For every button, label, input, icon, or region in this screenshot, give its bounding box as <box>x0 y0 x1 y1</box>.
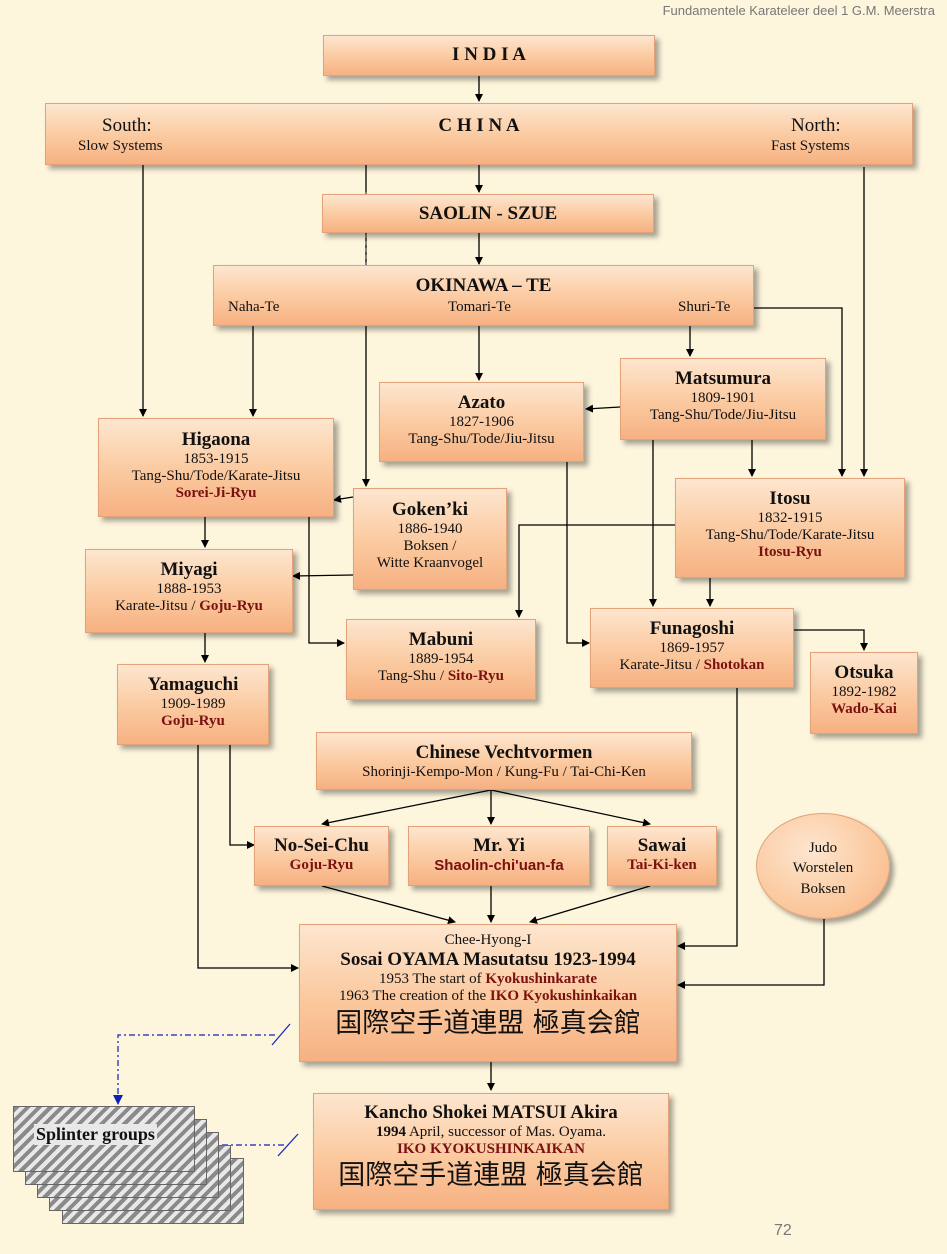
oyama-line1-bold: Kyokushinkarate <box>485 971 598 988</box>
oval-boksen: Boksen <box>800 880 846 897</box>
chinese-box: Chinese Vechtvormen Shorinji-Kempo-Mon /… <box>316 732 692 790</box>
miyagi-years: 1888-1953 <box>156 580 222 597</box>
matsumura-box: Matsumura 1809-1901 Tang-Shu/Tode/Jiu-Ji… <box>620 358 826 440</box>
mryi-box: Mr. Yi Shaolin-chi'uan-fa <box>408 826 590 886</box>
higaona-style: Tang-Shu/Tode/Karate-Jitsu <box>131 468 301 485</box>
mabuni-style: Tang-Shu / <box>378 668 448 685</box>
azato-name: Azato <box>457 392 506 413</box>
judo-oval: Judo Worstelen Boksen <box>756 813 890 919</box>
matsumura-name: Matsumura <box>674 368 772 389</box>
noseichu-school: Goju-Ryu <box>289 856 354 873</box>
saolin-title: SAOLIN - SZUE <box>418 203 558 224</box>
page-header: Fundamentele Karateleer deel 1 G.M. Meer… <box>662 3 935 18</box>
gokenki-line1: Boksen / <box>403 538 457 555</box>
higaona-box: Higaona 1853-1915 Tang-Shu/Tode/Karate-J… <box>98 418 334 517</box>
itosu-box: Itosu 1832-1915 Tang-Shu/Tode/Karate-Jit… <box>675 478 905 578</box>
oyama-line1: 1953 The start of <box>378 971 486 988</box>
okinawa-title: OKINAWA – TE <box>415 275 552 296</box>
india-title: I N D I A <box>452 44 526 65</box>
miyagi-school: Goju-Ryu <box>199 598 263 615</box>
miyagi-box: Miyagi 1888-1953 Karate-Jitsu / Goju-Ryu <box>85 549 293 633</box>
china-south: South: <box>102 115 152 136</box>
china-title: C H I N A <box>438 115 520 136</box>
otsuka-school: Wado-Kai <box>831 701 897 718</box>
matsumura-years: 1809-1901 <box>690 389 756 406</box>
otsuka-name: Otsuka <box>834 662 894 683</box>
mryi-name: Mr. Yi <box>473 835 525 856</box>
matsumura-style: Tang-Shu/Tode/Jiu-Jitsu <box>649 407 797 424</box>
gokenki-box: Goken’ki 1886-1940 Boksen / Witte Kraanv… <box>353 488 507 590</box>
yamaguchi-name: Yamaguchi <box>147 674 239 695</box>
yamaguchi-school: Goju-Ryu <box>161 713 225 730</box>
oyama-line2-bold: IKO Kyokushinkaikan <box>489 988 638 1005</box>
higaona-years: 1853-1915 <box>183 450 249 467</box>
india-box: I N D I A <box>323 35 655 76</box>
matsui-year: 1994 <box>376 1123 407 1140</box>
oyama-kanji: 国際空手道連盟 極真会館 <box>335 1007 641 1039</box>
chinese-title: Chinese Vechtvormen <box>415 742 593 763</box>
azato-style: Tang-Shu/Tode/Jiu-Jitsu <box>408 431 555 448</box>
azato-years: 1827-1906 <box>449 413 514 430</box>
china-south-sub: Slow Systems <box>78 138 163 154</box>
oyama-line2: 1963 The creation of the <box>338 988 490 1005</box>
higaona-name: Higaona <box>181 429 251 450</box>
china-box: C H I N A South: Slow Systems North: Fas… <box>45 103 913 165</box>
azato-box: Azato 1827-1906 Tang-Shu/Tode/Jiu-Jitsu <box>379 382 584 462</box>
gokenki-name: Goken’ki <box>391 499 469 520</box>
matsui-box: Kancho Shokei MATSUI Akira 1994 April, s… <box>313 1093 669 1210</box>
oval-worstelen: Worstelen <box>792 860 854 877</box>
okinawa-naha: Naha-Te <box>228 299 280 315</box>
matsui-org: IKO KYOKUSHINKAIKAN <box>397 1141 585 1158</box>
noseichu-box: No-Sei-Chu Goju-Ryu <box>254 826 389 886</box>
page-number: 72 <box>774 1222 792 1239</box>
saolin-box: SAOLIN - SZUE <box>322 194 654 233</box>
china-north: North: <box>791 115 841 136</box>
okinawa-shuri: Shuri-Te <box>678 299 731 315</box>
gokenki-line2: Witte Kraanvogel <box>376 555 484 572</box>
yamaguchi-box: Yamaguchi 1909-1989 Goju-Ryu <box>117 664 269 745</box>
yamaguchi-years: 1909-1989 <box>160 695 226 712</box>
okinawa-box: OKINAWA – TE Naha-Te Tomari-Te Shuri-Te <box>213 265 754 326</box>
higaona-school: Sorei-Ji-Ryu <box>175 485 257 502</box>
splinter-label: Splinter groups <box>34 1124 157 1145</box>
oyama-pre: Chee-Hyong-I <box>444 932 532 948</box>
funagoshi-school: Shotokan <box>703 657 765 674</box>
itosu-style: Tang-Shu/Tode/Karate-Jitsu <box>705 527 875 544</box>
itosu-years: 1832-1915 <box>757 509 823 526</box>
oyama-box: Chee-Hyong-I Sosai OYAMA Masutatsu 1923-… <box>299 924 677 1062</box>
funagoshi-years: 1869-1957 <box>659 639 725 656</box>
china-north-sub: Fast Systems <box>771 138 850 154</box>
miyagi-name: Miyagi <box>160 559 218 580</box>
otsuka-box: Otsuka 1892-1982 Wado-Kai <box>810 652 918 734</box>
mabuni-name: Mabuni <box>408 629 474 650</box>
funagoshi-name: Funagoshi <box>649 618 735 639</box>
chinese-sub: Shorinji-Kempo-Mon / Kung-Fu / Tai-Chi-K… <box>362 763 646 780</box>
mabuni-years: 1889-1954 <box>408 650 474 667</box>
miyagi-style: Karate-Jitsu / <box>115 598 200 615</box>
mabuni-box: Mabuni 1889-1954 Tang-Shu / Sito-Ryu <box>346 619 536 700</box>
sawai-school: Tai-Ki-ken <box>627 856 697 873</box>
mabuni-school: Sito-Ryu <box>447 668 504 685</box>
noseichu-name: No-Sei-Chu <box>273 835 369 856</box>
gokenki-years: 1886-1940 <box>397 520 463 537</box>
otsuka-years: 1892-1982 <box>831 683 897 700</box>
itosu-name: Itosu <box>769 488 811 509</box>
matsui-text: April, successor of Mas. Oyama. <box>406 1123 606 1140</box>
sawai-name: Sawai <box>637 835 687 856</box>
funagoshi-style: Karate-Jitsu / <box>619 657 704 674</box>
matsui-name: Kancho Shokei MATSUI Akira <box>364 1102 618 1123</box>
oyama-name: Sosai OYAMA Masutatsu 1923-1994 <box>340 949 636 971</box>
okinawa-tomari: Tomari-Te <box>448 299 511 315</box>
sawai-box: Sawai Tai-Ki-ken <box>607 826 717 886</box>
funagoshi-box: Funagoshi 1869-1957 Karate-Jitsu / Shoto… <box>590 608 794 688</box>
mryi-school: Shaolin-chi'uan-fa <box>434 856 564 874</box>
itosu-school: Itosu-Ryu <box>758 544 822 561</box>
oval-judo: Judo <box>808 840 838 856</box>
matsui-kanji: 国際空手道連盟 極真会館 <box>338 1160 644 1192</box>
